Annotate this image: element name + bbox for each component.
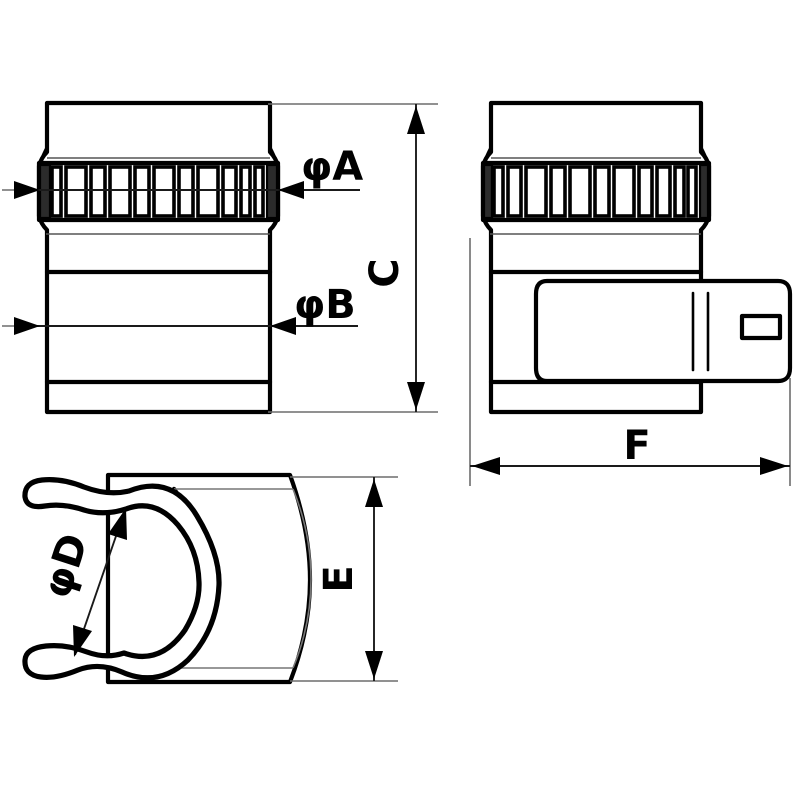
front-elevation-view: [36, 100, 281, 415]
side-knurl-ribs: [492, 165, 698, 218]
c-label: C: [362, 258, 408, 287]
dimension-f: F: [469, 238, 791, 486]
c-arrow-bottom: [407, 382, 425, 410]
phi-d-arrow-upper: [108, 508, 127, 540]
release-latch-tab: [533, 278, 793, 384]
f-arrow-left: [472, 457, 500, 475]
phi-b-label: φB: [294, 282, 356, 328]
side-elevation-view: [480, 100, 793, 415]
latch-window: [739, 313, 783, 341]
phi-a-arrow-left: [14, 181, 40, 199]
front-knurl-ribs: [50, 165, 265, 218]
f-arrow-right: [760, 457, 788, 475]
phi-b-arrow-right: [270, 317, 296, 335]
side-knurl-shadow-right: [698, 163, 710, 220]
clip-c-ring: [22, 477, 222, 681]
f-label: F: [623, 423, 650, 469]
front-knurl-shadow-right: [265, 163, 279, 220]
phi-d-label: φD: [34, 528, 98, 604]
side-knurl-shadow-left: [482, 163, 494, 220]
e-arrow-top: [365, 479, 383, 507]
e-arrow-bottom: [365, 651, 383, 679]
dimension-e: E: [290, 476, 398, 682]
dimension-c: C: [268, 103, 438, 413]
retaining-clip-view: φD: [22, 472, 313, 685]
c-arrow-top: [407, 106, 425, 134]
phi-a-arrow-right: [278, 181, 304, 199]
e-label: E: [316, 565, 362, 592]
dimension-phi-a: φA: [2, 144, 363, 199]
dimension-phi-b: φB: [2, 282, 358, 335]
front-knurl-shadow-left: [38, 163, 52, 220]
clip-band-right-hairline: [292, 488, 312, 669]
phi-a-label: φA: [301, 144, 363, 190]
phi-b-arrow-left: [14, 317, 40, 335]
phi-d-arrow-lower: [73, 625, 92, 657]
front-body-outline: [36, 100, 281, 415]
